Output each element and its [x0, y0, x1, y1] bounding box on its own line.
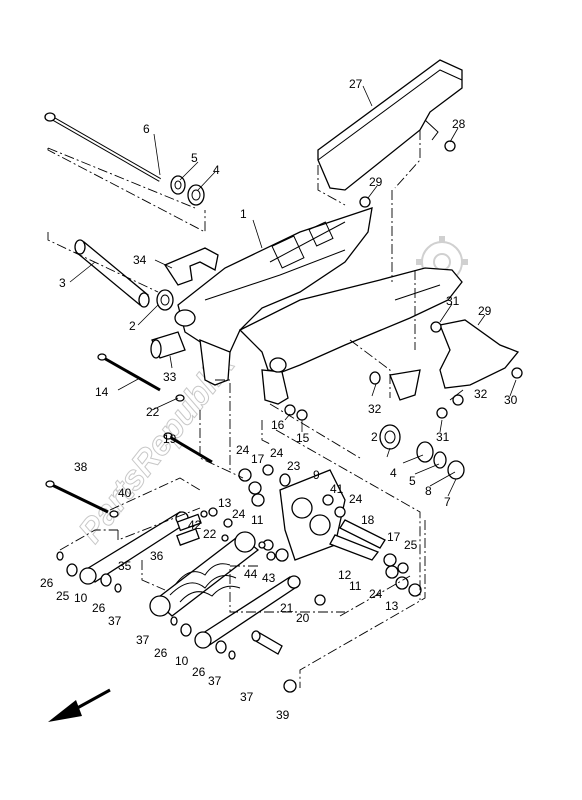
callout-24: 24	[232, 507, 246, 521]
callout-labels: 1 2 2 3 4 4 5 5 6 7 8 9 10 10 11 11 12 1…	[40, 77, 518, 722]
rear-arm	[174, 207, 463, 405]
callout-40: 39	[276, 708, 290, 722]
callout-31: 30	[504, 393, 518, 407]
callout-7: 7	[444, 495, 451, 509]
callout-45: 44	[244, 567, 258, 581]
callout-25: 25	[404, 538, 418, 552]
callout-26: 26	[154, 646, 168, 660]
callout-14: 14	[95, 385, 109, 399]
connecting-rod-left	[56, 511, 189, 593]
callout-12: 12	[338, 568, 352, 582]
callout-32: 31	[446, 294, 460, 308]
callout-6: 6	[143, 122, 150, 136]
callout-29: 28	[452, 117, 466, 131]
callout-24: 24	[270, 446, 284, 460]
callout-39: 38	[74, 460, 88, 474]
callout-29: 29	[369, 175, 383, 189]
connecting-rod-right	[170, 575, 326, 660]
callout-11: 11	[349, 579, 362, 593]
callout-44: 43	[262, 571, 276, 585]
small-hardware	[200, 510, 276, 561]
callout-18: 18	[361, 513, 375, 527]
callout-13: 13	[385, 599, 399, 613]
relay-arm	[238, 464, 422, 597]
rear-shock-absorber	[149, 507, 289, 617]
bolt-39	[45, 480, 119, 518]
callout-34: 33	[163, 370, 177, 384]
chain-guard	[389, 319, 520, 401]
callout-25: 24	[236, 443, 250, 457]
callout-37: 37	[208, 674, 222, 688]
leader-lines	[69, 85, 517, 497]
chain-case	[317, 59, 463, 191]
callout-41: 40	[118, 486, 132, 500]
pin-38	[251, 630, 283, 655]
collar	[74, 239, 150, 308]
callout-24: 24	[349, 492, 363, 506]
bolt-14	[97, 353, 185, 402]
callout-17: 17	[387, 530, 401, 544]
callout-13: 13	[218, 496, 232, 510]
callout-31: 31	[436, 430, 450, 444]
callout-3: 3	[59, 276, 66, 290]
callout-38: 37	[240, 690, 254, 704]
label-plate	[164, 247, 219, 286]
callout-33: 32	[474, 387, 488, 401]
callout-26: 25	[56, 589, 70, 603]
callout-22: 22	[146, 405, 160, 419]
callout-26: 26	[92, 601, 106, 615]
callout-11: 11	[251, 513, 264, 527]
callout-37: 36	[150, 549, 164, 563]
callout-4: 4	[390, 466, 397, 480]
callout-8: 8	[425, 484, 432, 498]
callout-24: 24	[369, 587, 383, 601]
callout-2: 2	[371, 430, 378, 444]
callout-43: 42	[188, 518, 202, 532]
callout-16: 16	[271, 418, 285, 432]
callout-37: 37	[108, 614, 122, 628]
pivot-shaft	[44, 112, 161, 182]
callout-2: 2	[129, 319, 136, 333]
callout-20: 20	[296, 611, 310, 625]
assembly-lines	[47, 130, 426, 688]
spacer-cylinder	[150, 331, 186, 359]
callout-10: 10	[175, 654, 189, 668]
callout-5: 5	[191, 151, 198, 165]
callout-4: 4	[213, 163, 220, 177]
pivot-parts-left	[156, 175, 205, 311]
direction-arrow-icon	[48, 688, 111, 722]
callout-23: 23	[287, 459, 301, 473]
nut-40	[283, 679, 297, 693]
callout-19: 19	[163, 432, 177, 446]
callout-17: 17	[251, 452, 265, 466]
callout-37: 37	[136, 633, 150, 647]
callout-21: 21	[280, 601, 294, 615]
callout-27: 26	[40, 576, 54, 590]
callout-5: 5	[409, 474, 416, 488]
callout-10: 10	[74, 591, 88, 605]
callout-15: 15	[296, 431, 310, 445]
callout-30: 29	[478, 304, 492, 318]
callout-1: 1	[240, 207, 247, 221]
callout-26: 26	[192, 665, 206, 679]
callout-36: 35	[118, 559, 132, 573]
callout-35: 34	[133, 253, 147, 267]
callout-28: 27	[349, 77, 363, 91]
bolt-19	[163, 432, 213, 464]
callout-42: 41	[330, 482, 344, 496]
callout-32: 32	[368, 402, 382, 416]
callout-22: 22	[203, 527, 217, 541]
callout-9: 9	[313, 468, 320, 482]
